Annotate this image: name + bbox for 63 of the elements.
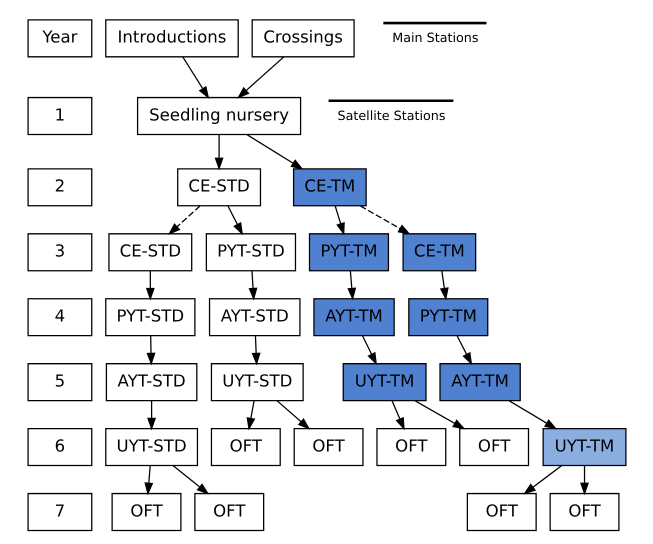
arrow <box>522 465 562 495</box>
node-box: PYT-STD <box>205 233 296 272</box>
arrow <box>214 134 224 170</box>
node-box: Crossings <box>251 19 354 58</box>
legend-label: Main Stations <box>392 31 478 46</box>
arrow <box>390 400 404 430</box>
arrow <box>362 336 376 366</box>
node-box: 6 <box>26 428 92 466</box>
arrow <box>248 270 257 301</box>
node-box: Year <box>26 19 92 58</box>
arrow <box>346 270 356 301</box>
node-box: UYT-TM <box>342 363 426 402</box>
arrow <box>360 205 410 235</box>
node-box: OFT <box>466 492 536 532</box>
arrow <box>146 400 156 430</box>
arrow <box>246 400 255 430</box>
node-box: OFT <box>194 492 264 532</box>
arrow <box>226 206 242 236</box>
arrow <box>145 270 154 301</box>
node-box: OFT <box>549 492 620 532</box>
node-box: OFT <box>376 428 446 466</box>
arrow <box>167 206 200 235</box>
node-box: UYT-STD <box>210 363 304 402</box>
arrow <box>144 466 153 496</box>
node-box: CE-STD <box>176 168 261 206</box>
node-box: 1 <box>26 96 92 136</box>
node-box: CE-TM <box>292 168 366 206</box>
arrow <box>414 400 465 430</box>
node-box: OFT <box>111 492 182 532</box>
node-box: PYT-TM <box>408 298 488 336</box>
node-box: 7 <box>26 492 92 532</box>
node-box: OFT <box>458 428 529 466</box>
arrow <box>580 466 588 496</box>
node-box: Seedling nursery <box>136 96 301 136</box>
arrow <box>146 336 155 366</box>
node-box: UYT-TM <box>542 428 626 466</box>
node-box: AYT-TM <box>312 298 394 336</box>
node-box: AYT-STD <box>208 298 300 336</box>
legend-label: Satellite Stations <box>337 108 445 124</box>
node-box: PYT-STD <box>104 298 196 336</box>
node-box: Introductions <box>104 19 238 58</box>
node-box: OFT <box>293 428 364 466</box>
node-box: 2 <box>26 168 92 206</box>
arrow <box>251 336 260 366</box>
node-box: CE-TM <box>402 233 476 272</box>
arrow <box>172 465 209 495</box>
arrow <box>236 56 284 99</box>
node-box: 4 <box>26 298 92 336</box>
node-box: OFT <box>210 428 280 466</box>
node-box: 5 <box>26 363 92 402</box>
arrow <box>508 400 557 430</box>
arrow <box>246 134 304 170</box>
arrow <box>276 400 310 430</box>
arrow <box>456 336 472 366</box>
node-box: PYT-TM <box>308 233 389 272</box>
node-box: UYT-STD <box>104 428 198 466</box>
arrow <box>334 206 344 236</box>
arrow <box>182 56 209 100</box>
node-box: AYT-TM <box>438 363 520 402</box>
node-box: 3 <box>26 233 92 272</box>
node-box: AYT-STD <box>105 363 197 402</box>
node-box: CE-STD <box>108 233 192 272</box>
arrow <box>439 270 448 301</box>
